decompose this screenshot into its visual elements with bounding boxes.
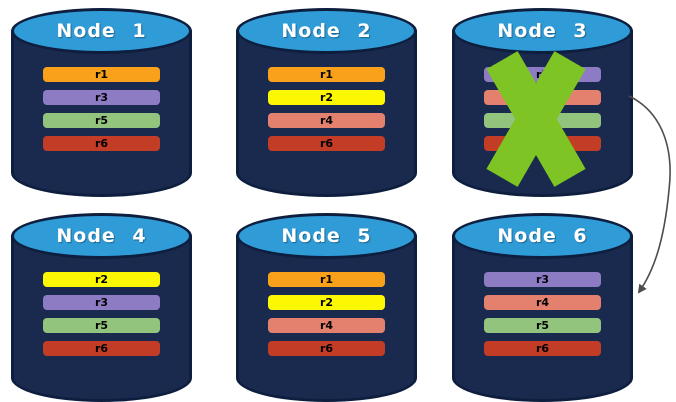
replica-bar: r6: [43, 136, 160, 151]
cylinder-top: Node 5: [236, 213, 417, 259]
cylinder-top: Node 3: [452, 8, 633, 54]
replica-list: r1 r3 r5 r6: [43, 67, 160, 159]
replica-bar: r4: [268, 113, 385, 128]
failure-x-icon: [486, 44, 586, 194]
replica-bar: r6: [43, 341, 160, 356]
cylinder-top: Node 1: [11, 8, 192, 54]
node-cylinder-6: Node 6 r3 r4 r5 r6: [452, 213, 633, 402]
replica-bar: r2: [268, 295, 385, 310]
node-cylinder-1: Node 1 r1 r3 r5 r6: [11, 8, 192, 197]
cylinder-top: Node 6: [452, 213, 633, 259]
replica-bar: r1: [43, 67, 160, 82]
replica-bar: r6: [484, 341, 601, 356]
node-label: Node 3: [497, 20, 588, 42]
replica-list: r3 r4 r5 r6: [484, 272, 601, 364]
replica-bar: r4: [484, 295, 601, 310]
cylinder-body: [452, 235, 633, 402]
replica-bar: r6: [268, 341, 385, 356]
replica-bar: r5: [43, 113, 160, 128]
node-label: Node 6: [497, 225, 588, 247]
replica-list: r1 r2 r4 r6: [268, 67, 385, 159]
replica-bar: r5: [484, 318, 601, 333]
node-cylinder-3: Node 3 r3 r4 r5 r6: [452, 8, 633, 197]
replica-bar: r2: [268, 90, 385, 105]
node-label: Node 5: [281, 225, 372, 247]
replica-bar: r1: [268, 67, 385, 82]
replica-bar: r3: [484, 272, 601, 287]
cylinder-top: Node 2: [236, 8, 417, 54]
replica-bar: r6: [268, 136, 385, 151]
replica-list: r1 r2 r4 r6: [268, 272, 385, 364]
node-cylinder-5: Node 5 r1 r2 r4 r6: [236, 213, 417, 402]
replica-list: r2 r3 r5 r6: [43, 272, 160, 364]
node-cylinder-2: Node 2 r1 r2 r4 r6: [236, 8, 417, 197]
node-label: Node 4: [56, 225, 147, 247]
node-label: Node 1: [56, 20, 147, 42]
replica-bar: r3: [43, 90, 160, 105]
node-cylinder-4: Node 4 r2 r3 r5 r6: [11, 213, 192, 402]
replica-bar: r3: [43, 295, 160, 310]
replica-bar: r1: [268, 272, 385, 287]
replica-bar: r5: [43, 318, 160, 333]
replica-bar: r2: [43, 272, 160, 287]
replica-bar: r4: [268, 318, 385, 333]
node-label: Node 2: [281, 20, 372, 42]
cylinder-top: Node 4: [11, 213, 192, 259]
